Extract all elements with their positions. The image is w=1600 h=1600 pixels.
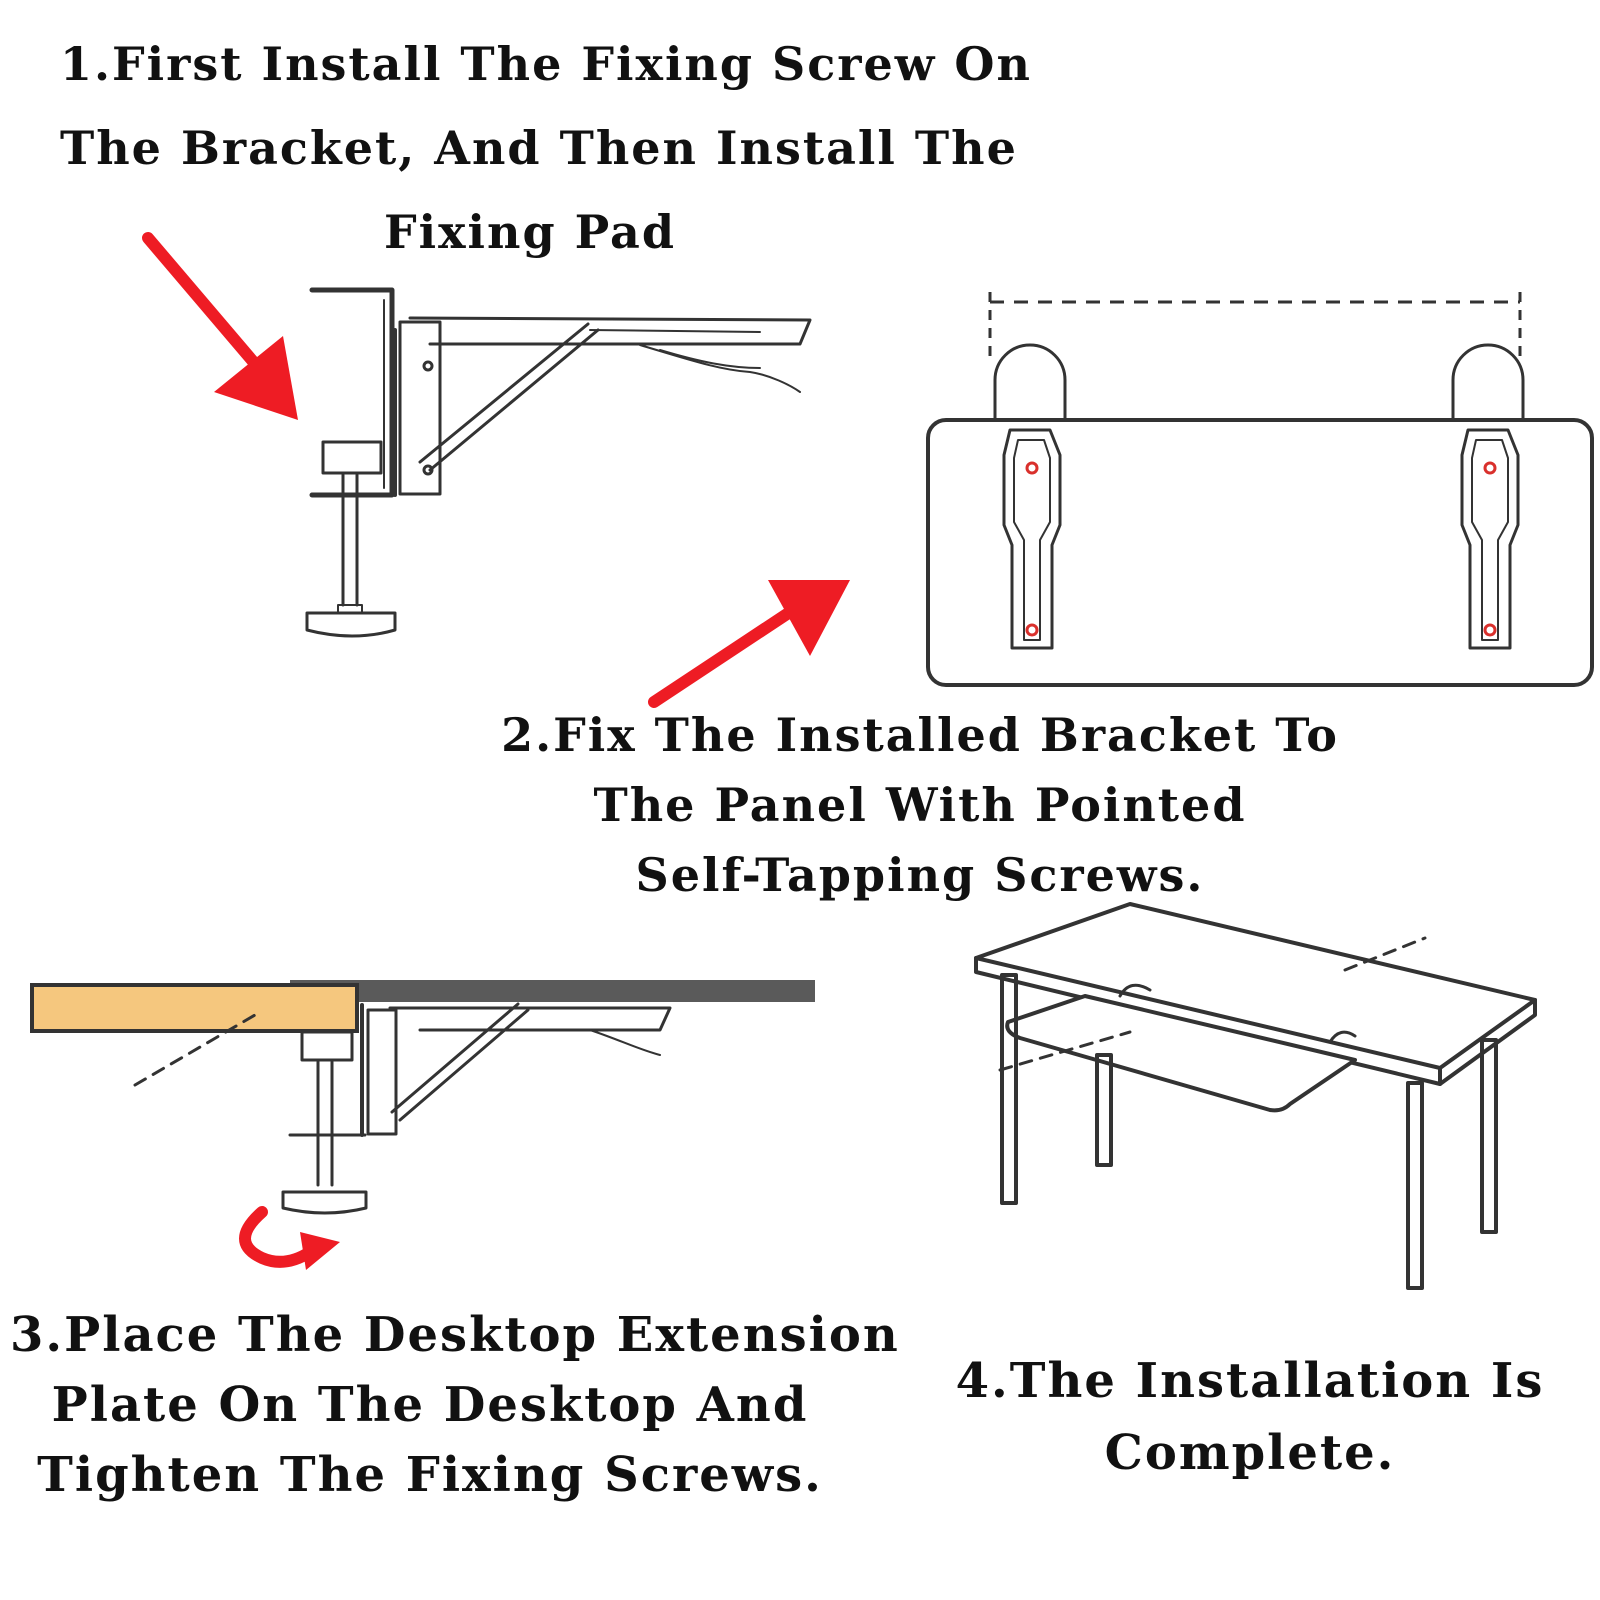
step1-caption-line: 1.First Install The Fixing Screw On	[60, 37, 1032, 91]
step2-caption: 2.Fix The Installed Bracket To The Panel…	[480, 700, 1360, 910]
step1-bracket-illustration	[305, 287, 812, 638]
red-arrow-icon	[142, 232, 298, 420]
step3-caption-line: Plate On The Desktop And	[51, 1377, 809, 1433]
step4-desk-illustration	[974, 902, 1537, 1290]
curved-rotate-arrow-icon	[239, 1206, 340, 1270]
step2-panel-illustration	[926, 292, 1594, 687]
screw-markers	[1025, 461, 1497, 637]
step3-caption-line: Tighten The Fixing Screws.	[37, 1447, 823, 1503]
step2-caption-line: 2.Fix The Installed Bracket To	[501, 708, 1339, 762]
step1-caption: 1.First Install The Fixing Screw On The …	[60, 22, 1032, 274]
step3-caption: 3.Place The Desktop Extension Plate On T…	[10, 1300, 900, 1510]
step4-caption-line: 4.The Installation Is	[955, 1353, 1545, 1409]
step4-caption: 4.The Installation Is Complete.	[950, 1345, 1550, 1489]
step1-caption-line: The Bracket, And Then Install The	[60, 121, 1018, 175]
step2-caption-line: The Panel With Pointed	[593, 778, 1247, 832]
step1-caption-line: Fixing Pad	[384, 205, 676, 259]
step3-desktop-illustration	[30, 980, 815, 1215]
red-arrow-icon	[648, 580, 850, 708]
step3-caption-line: 3.Place The Desktop Extension	[10, 1307, 900, 1363]
step2-caption-line: Self-Tapping Screws.	[635, 848, 1205, 902]
step4-caption-line: Complete.	[1104, 1425, 1396, 1481]
